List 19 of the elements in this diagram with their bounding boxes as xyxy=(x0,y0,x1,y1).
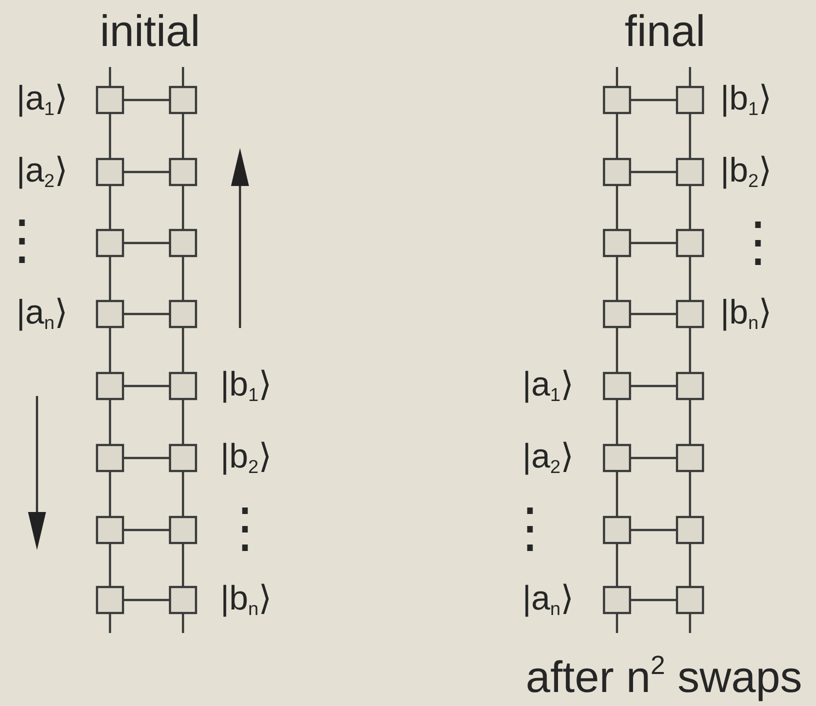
heading: initial xyxy=(100,10,200,54)
ket-label: |a$_{1}$⟩ xyxy=(522,367,574,405)
ket-label: |b$_{1}$⟩ xyxy=(220,367,272,405)
ket-label: |a$_{1}$⟩ xyxy=(16,81,68,119)
ket-label: |a$_{2}$⟩ xyxy=(16,153,68,191)
ket-label: |b$_{1}$⟩ xyxy=(720,81,772,119)
ket-label: |b$_{2}$⟩ xyxy=(220,439,272,477)
ellipsis-dots: ⋮ xyxy=(731,215,785,269)
ket-label: |b$_{n}$⟩ xyxy=(220,581,272,619)
ket-label: |a$_{2}$⟩ xyxy=(522,439,574,477)
ket-label: |a$_{n}$⟩ xyxy=(522,581,574,619)
ellipsis-dots: ⋮ xyxy=(503,501,557,555)
ket-label: |b$_{2}$⟩ xyxy=(720,153,772,191)
ellipsis-dots: ⋮ xyxy=(0,213,49,267)
ket-label: |a$_{n}$⟩ xyxy=(16,295,68,333)
ellipsis-dots: ⋮ xyxy=(218,501,272,555)
caption: after n$^{2}$ swaps xyxy=(526,652,802,700)
heading: final xyxy=(624,10,706,54)
ket-label: |b$_{n}$⟩ xyxy=(720,295,772,333)
